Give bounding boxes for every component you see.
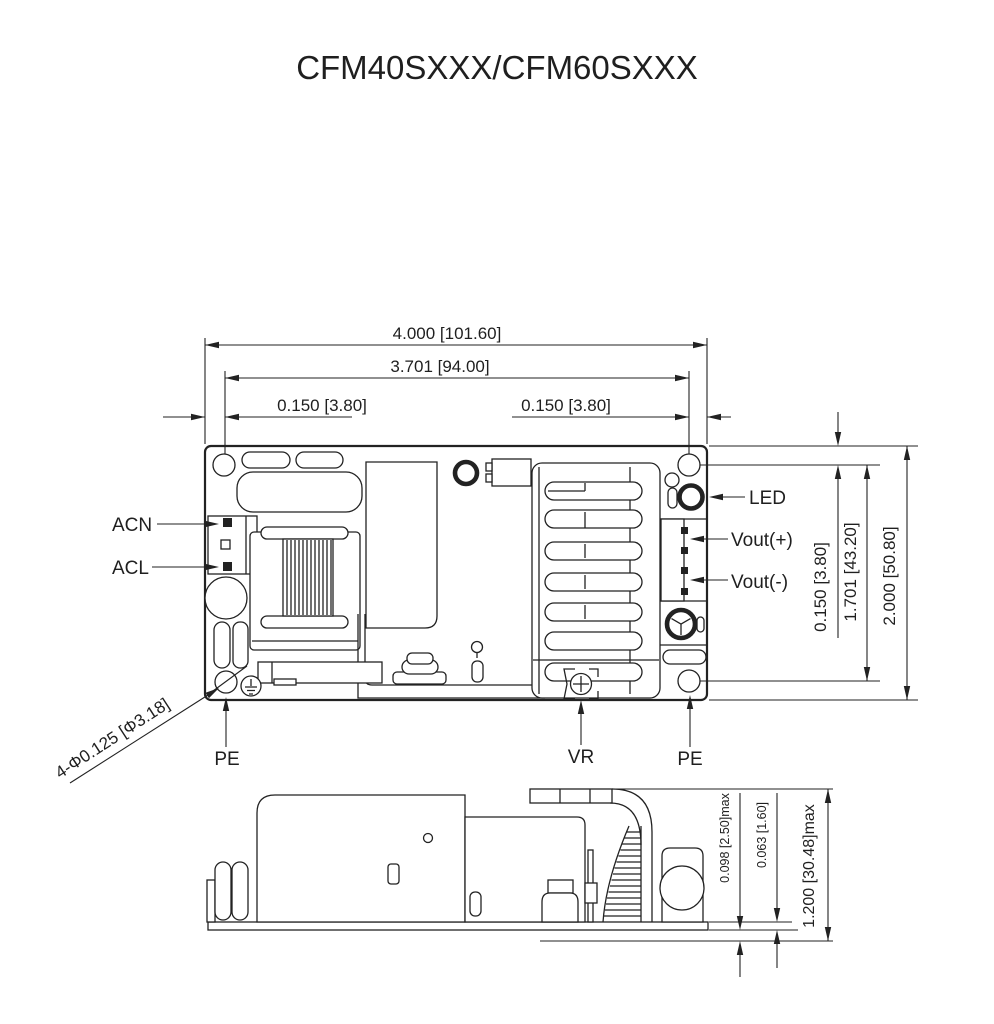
label-vout-negative: Vout(-) bbox=[690, 572, 788, 593]
side-components bbox=[206, 788, 705, 923]
vent-slot bbox=[241, 451, 291, 469]
mounting-hole-top-left bbox=[212, 453, 236, 477]
earth-ground-symbol bbox=[240, 675, 262, 697]
small-component bbox=[664, 472, 680, 488]
dim-hole-span-width: 3.701 [94.00] bbox=[225, 357, 689, 382]
dim-pcb-thickness: 0.063 [1.60] bbox=[755, 793, 781, 968]
dim-overall-width: 4.000 [101.60] bbox=[205, 324, 707, 349]
dim-text-hole-span-height: 1.701 [43.20] bbox=[841, 522, 860, 621]
dim-text-overall-height-max: 1.200 [30.48]max bbox=[801, 804, 818, 928]
mounting-hole-note-text: 4-Φ0.125 [Φ3.18] bbox=[52, 695, 173, 783]
vout-negative-text: Vout(-) bbox=[731, 572, 788, 593]
heatsink bbox=[531, 462, 661, 699]
led-text: LED bbox=[749, 488, 786, 509]
mounting-hole-bottom-right bbox=[677, 669, 701, 693]
potentiometer bbox=[664, 607, 705, 641]
pcb-components bbox=[204, 451, 707, 700]
dim-text-overall-width: 4.000 [101.60] bbox=[393, 324, 502, 343]
dim-pin-protrusion: 0.098 [2.50]max bbox=[718, 792, 744, 977]
label-pe-left: PE bbox=[214, 697, 240, 770]
dim-text-hole-offset-top: 0.150 [3.80] bbox=[811, 542, 830, 632]
input-filter-component bbox=[236, 471, 363, 513]
dim-text-pcb-thickness: 0.063 [1.60] bbox=[755, 802, 769, 868]
acl-text: ACL bbox=[112, 558, 149, 579]
label-vr: VR bbox=[568, 700, 594, 768]
vout-positive-text: Vout(+) bbox=[731, 530, 793, 551]
dim-hole-offset-left: 0.150 [3.80] bbox=[163, 396, 367, 421]
dim-hole-span-height: 1.701 [43.20] bbox=[841, 465, 871, 681]
label-vout-positive: Vout(+) bbox=[690, 530, 793, 551]
bracket-outer bbox=[357, 614, 545, 699]
dim-text-hole-offset-left: 0.150 [3.80] bbox=[277, 396, 367, 415]
side-capacitor bbox=[231, 861, 249, 921]
side-cover-box bbox=[256, 794, 466, 923]
drawing-title: CFM40SXXX/CFM60SXXX bbox=[296, 49, 698, 86]
label-led: LED bbox=[709, 488, 786, 509]
dim-hole-offset-top: 0.150 [3.80] bbox=[811, 412, 842, 638]
pcb-side-profile bbox=[207, 921, 709, 931]
toroid-inductor bbox=[452, 459, 480, 487]
vent-slot bbox=[295, 451, 344, 469]
side-small-part bbox=[206, 879, 216, 923]
dim-text-pin-protrusion: 0.098 [2.50]max bbox=[718, 792, 732, 882]
ac-input-connector bbox=[207, 515, 258, 575]
label-pe-right: PE bbox=[677, 695, 703, 770]
vent-slot bbox=[213, 621, 231, 669]
tabbed-component bbox=[485, 458, 532, 487]
top-view: 4.000 [101.60] 3.701 [94.00] 0.150 [3.80… bbox=[52, 324, 918, 784]
output-slot bbox=[662, 649, 707, 665]
label-acn: ACN bbox=[112, 515, 219, 536]
output-area bbox=[660, 472, 707, 665]
output-connector bbox=[660, 518, 688, 602]
test-point bbox=[470, 640, 484, 654]
vr-text: VR bbox=[568, 747, 594, 768]
vr-trimmer bbox=[563, 668, 599, 700]
vent-slot bbox=[232, 621, 249, 669]
side-transistor bbox=[541, 879, 579, 923]
transformer bbox=[249, 526, 361, 651]
extension-lines bbox=[204, 338, 918, 701]
acn-text: ACN bbox=[112, 515, 152, 536]
pe-left-text: PE bbox=[214, 749, 239, 770]
label-acl: ACL bbox=[112, 558, 219, 579]
dim-hole-offset-right: 0.150 [3.80] bbox=[512, 396, 731, 421]
side-capacitor bbox=[214, 861, 232, 921]
small-oval bbox=[667, 487, 678, 509]
bottom-bar-component bbox=[257, 661, 383, 686]
led bbox=[677, 483, 705, 511]
pe-right-text: PE bbox=[677, 749, 702, 770]
pcb-section bbox=[365, 461, 438, 629]
dim-text-overall-height: 2.000 [50.80] bbox=[880, 526, 899, 625]
dim-text-hole-span-width: 3.701 [94.00] bbox=[390, 357, 489, 376]
side-output-capacitor bbox=[659, 847, 705, 923]
small-oval bbox=[471, 660, 484, 683]
capacitor bbox=[204, 576, 248, 620]
side-small-part bbox=[584, 882, 598, 904]
dim-text-hole-offset-right: 0.150 [3.80] bbox=[521, 396, 611, 415]
dim-overall-height-max: 1.200 [30.48]max bbox=[801, 789, 832, 941]
side-view: 0.098 [2.50]max 0.063 [1.60] 1.200 [30.4… bbox=[206, 788, 833, 977]
mounting-hole-top-right bbox=[677, 453, 701, 477]
side-heatsink-fins bbox=[602, 825, 642, 923]
dome-component bbox=[392, 652, 447, 685]
side-extension-lines bbox=[540, 788, 833, 942]
dim-overall-height: 2.000 [50.80] bbox=[880, 446, 911, 700]
